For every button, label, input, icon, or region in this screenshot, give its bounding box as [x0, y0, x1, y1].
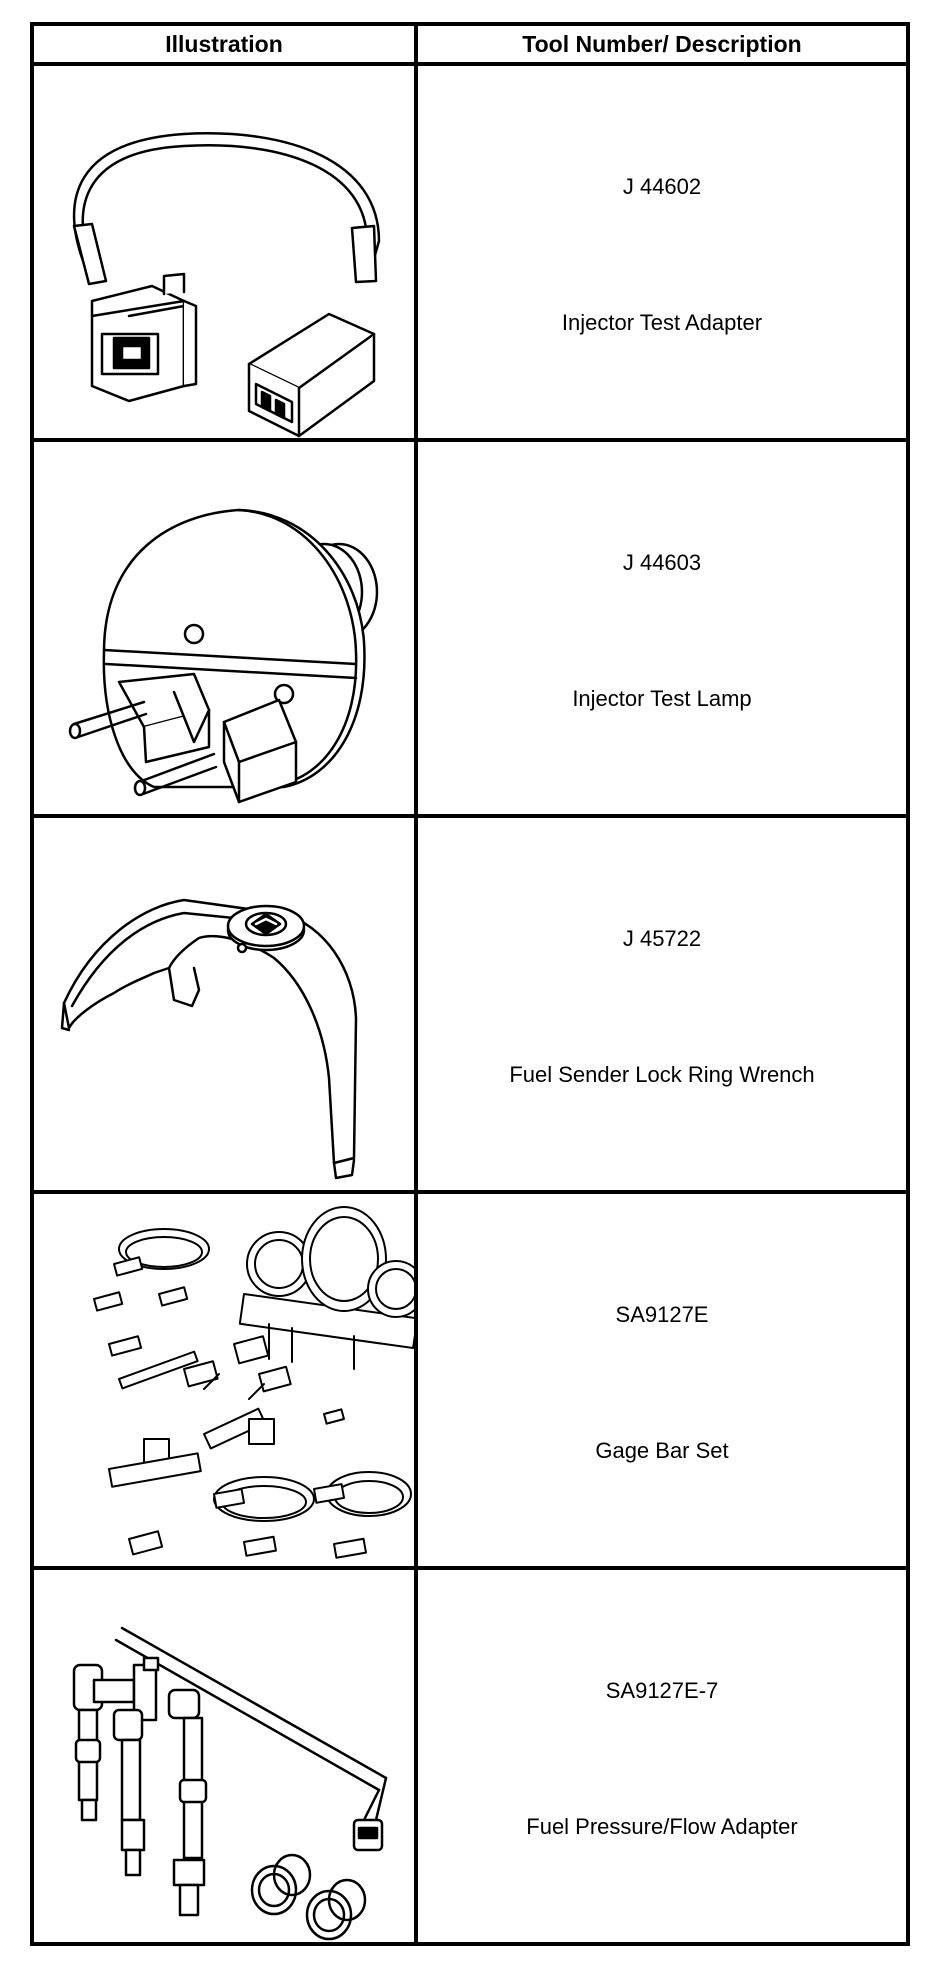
table-header: Illustration Tool Number/ Description — [34, 26, 906, 66]
table-row: J 45722 Fuel Sender Lock Ring Wrench — [34, 818, 906, 1194]
fuel-pressure-flow-adapter-icon — [34, 1570, 414, 1942]
tool-description-cell: J 45722 Fuel Sender Lock Ring Wrench — [418, 818, 906, 1190]
tool-name: Fuel Sender Lock Ring Wrench — [509, 1062, 815, 1087]
gage-bar-set-icon — [34, 1194, 414, 1566]
tool-number: SA9127E-7 — [605, 1678, 719, 1703]
table-row: J 44603 Injector Test Lamp — [34, 442, 906, 818]
table-row: SA9127E-7 Fuel Pressure/Flow Adapter — [34, 1570, 906, 1942]
table-row: J 44602 Injector Test Adapter — [34, 66, 906, 442]
table-row: SA9127E Gage Bar Set — [34, 1194, 906, 1570]
tool-number: J 45722 — [622, 926, 702, 951]
tool-name: Gage Bar Set — [595, 1438, 729, 1463]
tool-table: Illustration Tool Number/ Description — [30, 22, 910, 1946]
column-divider — [414, 26, 418, 1942]
lock-ring-wrench-icon — [34, 818, 414, 1190]
tool-description-cell: J 44603 Injector Test Lamp — [418, 442, 906, 814]
injector-test-adapter-icon — [34, 66, 414, 438]
injector-test-lamp-icon — [34, 442, 414, 814]
tool-description-cell: J 44602 Injector Test Adapter — [418, 66, 906, 438]
tool-number: SA9127E — [615, 1302, 709, 1327]
tool-name: Injector Test Lamp — [572, 686, 752, 711]
tool-number: J 44602 — [622, 174, 702, 199]
tool-description-cell: SA9127E-7 Fuel Pressure/Flow Adapter — [418, 1570, 906, 1942]
header-description: Tool Number/ Description — [522, 30, 802, 57]
tool-name: Fuel Pressure/Flow Adapter — [526, 1814, 798, 1839]
tool-number: J 44603 — [622, 550, 702, 575]
tool-description-cell: SA9127E Gage Bar Set — [418, 1194, 906, 1566]
header-illustration: Illustration — [165, 30, 283, 57]
tool-name: Injector Test Adapter — [561, 310, 763, 335]
